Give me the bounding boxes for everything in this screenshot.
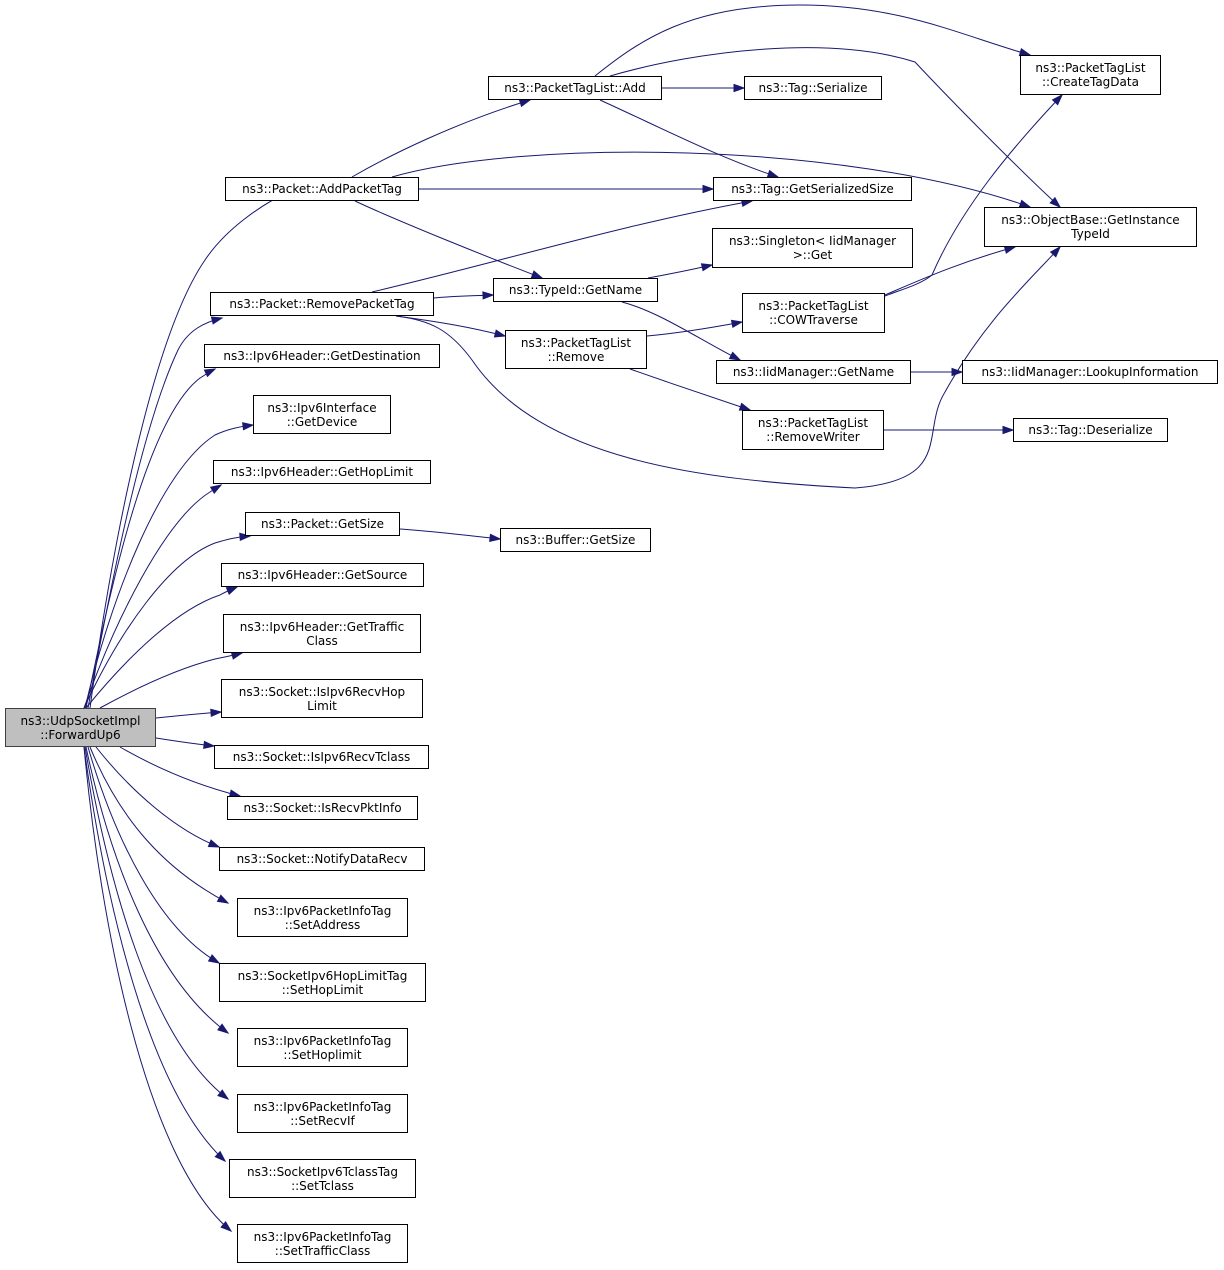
edge-root-to-notify-data-recv	[95, 746, 220, 848]
node-socket-is-ipv6-recv-hop-limit[interactable]: ns3::Socket::IsIpv6RecvHop Limit	[221, 679, 423, 718]
edge-add-packet-tag-to-typeid-get-name	[354, 200, 543, 279]
arrowhead-is-recv-hop-limit	[210, 708, 223, 718]
arrowhead-get-destination	[203, 368, 217, 378]
node-ipv6-header-get-source[interactable]: ns3::Ipv6Header::GetSource	[221, 563, 424, 587]
arrowhead-typeid-get-name	[530, 270, 544, 279]
arrowhead-set-hoplimit	[217, 1023, 230, 1034]
arrowhead-typeid-get-name	[482, 291, 495, 300]
edge-remove-packet-tag-to-get-instance-type-id	[395, 246, 1061, 489]
edge-root-to-set-tclass	[83, 746, 226, 1162]
node-tag-get-serialized-size[interactable]: ns3::Tag::GetSerializedSize	[713, 177, 912, 201]
node-tag-serialize[interactable]: ns3::Tag::Serialize	[744, 76, 882, 100]
node-tag-deserialize[interactable]: ns3::Tag::Deserialize	[1013, 418, 1168, 442]
arrowhead-set-address	[216, 894, 230, 904]
edge-add-packet-tag-to-ptl-add	[351, 99, 531, 178]
node-ipv6-header-get-hop-limit[interactable]: ns3::Ipv6Header::GetHopLimit	[213, 460, 431, 484]
edge-root-to-set-hop-limit	[87, 746, 220, 964]
arrowhead-ptl-add	[518, 99, 532, 108]
edge-root-to-packet-get-size	[83, 535, 251, 709]
edge-root-to-get-hop-limit	[83, 484, 222, 709]
node-ipv6-packet-info-tag-set-recv-if[interactable]: ns3::Ipv6PacketInfoTag ::SetRecvIf	[237, 1094, 408, 1133]
node-type-id-get-name[interactable]: ns3::TypeId::GetName	[493, 278, 658, 302]
arrowhead-set-traffic-class	[220, 1221, 233, 1232]
node-ipv6-header-get-traffic-class[interactable]: ns3::Ipv6Header::GetTraffic Class	[223, 614, 421, 653]
node-iid-manager-lookup-information[interactable]: ns3::IidManager::LookupInformation	[962, 360, 1218, 384]
arrowhead-get-instance-type-id	[1003, 245, 1017, 254]
arrowhead-set-recv-if	[217, 1089, 230, 1100]
arrowhead-iid-get-name	[728, 351, 742, 361]
edge-root-to-set-address	[89, 746, 229, 904]
edge-typeid-get-name-to-iid-get-name	[621, 301, 741, 361]
node-ipv6-interface-get-device[interactable]: ns3::Ipv6Interface ::GetDevice	[253, 395, 391, 434]
edge-cow-traverse-to-create-tag-data	[884, 94, 1063, 297]
node-object-base-get-instance-type-id[interactable]: ns3::ObjectBase::GetInstance TypeId	[984, 207, 1197, 247]
arrowhead-tag-deserialize	[1002, 425, 1015, 435]
arrowhead-get-device	[242, 422, 255, 431]
node-packet-remove-packet-tag[interactable]: ns3::Packet::RemovePacketTag	[210, 292, 434, 316]
node-packet-tag-list-add[interactable]: ns3::PacketTagList::Add	[488, 76, 662, 100]
node-udp-socket-impl-forward-up6: ns3::UdpSocketImpl ::ForwardUp6	[5, 708, 156, 747]
arrowhead-buffer-get-size	[489, 533, 502, 542]
edge-add-packet-tag-to-get-instance-type-id	[391, 151, 1031, 208]
edge-root-to-set-hoplimit	[85, 746, 229, 1034]
edge-root-to-is-recv-pkt-info	[119, 746, 241, 797]
arrowhead-notify-data-recv	[207, 839, 221, 848]
edge-ptl-add-to-get-instance-type-id	[609, 47, 1061, 208]
node-packet-tag-list-cow-traverse[interactable]: ns3::PacketTagList ::COWTraverse	[742, 293, 885, 333]
node-buffer-get-size[interactable]: ns3::Buffer::GetSize	[500, 528, 651, 552]
node-packet-get-size[interactable]: ns3::Packet::GetSize	[245, 512, 400, 536]
edge-root-to-add-packet-tag	[89, 189, 293, 709]
arrowhead-set-tclass	[214, 1150, 227, 1163]
node-packet-tag-list-remove-writer[interactable]: ns3::PacketTagList ::RemoveWriter	[742, 410, 884, 450]
arrowhead-get-traffic-class	[230, 651, 244, 660]
edge-root-to-get-device	[84, 424, 254, 709]
edge-ptl-add-to-create-tag-data	[594, 4, 1031, 77]
node-packet-tag-list-create-tag-data[interactable]: ns3::PacketTagList ::CreateTagData	[1020, 55, 1161, 95]
arrowhead-get-instance-type-id	[1049, 196, 1062, 209]
node-ipv6-packet-info-tag-set-traffic-class[interactable]: ns3::Ipv6PacketInfoTag ::SetTrafficClass	[237, 1224, 408, 1263]
node-ipv6-header-get-destination[interactable]: ns3::Ipv6Header::GetDestination	[204, 344, 440, 368]
edge-root-to-set-recv-if	[84, 746, 229, 1100]
arrowhead-set-hop-limit	[207, 954, 221, 964]
arrowhead-tag-serialize	[733, 83, 746, 93]
node-packet-tag-list-remove[interactable]: ns3::PacketTagList ::Remove	[505, 330, 647, 369]
node-socket-notify-data-recv[interactable]: ns3::Socket::NotifyDataRecv	[219, 847, 425, 871]
arrowhead-cow-traverse	[730, 319, 744, 329]
edge-ptl-remove-to-cow-traverse	[646, 321, 743, 337]
edge-root-to-get-destination	[85, 368, 216, 709]
arrowhead-tag-get-serialized-size	[702, 184, 715, 194]
edge-ptl-remove-to-remove-writer	[629, 368, 751, 411]
node-socket-is-ipv6-recv-tclass[interactable]: ns3::Socket::IsIpv6RecvTclass	[214, 745, 429, 769]
edge-cow-traverse-to-get-instance-type-id	[884, 246, 1016, 296]
arrowhead-remove-packet-tag	[210, 316, 224, 325]
node-iid-manager-get-name[interactable]: ns3::IidManager::GetName	[716, 360, 911, 384]
node-ipv6-packet-info-tag-set-hoplimit[interactable]: ns3::Ipv6PacketInfoTag ::SetHoplimit	[237, 1028, 408, 1067]
arrowhead-get-hop-limit	[209, 484, 223, 495]
node-socket-is-recv-pkt-info[interactable]: ns3::Socket::IsRecvPktInfo	[227, 796, 418, 820]
arrowhead-packet-get-size	[239, 532, 252, 542]
arrowhead-singleton-get	[700, 263, 714, 272]
edge-packet-get-size-to-buffer-get-size	[399, 528, 501, 540]
arrowhead-ptl-remove	[493, 329, 507, 338]
arrowhead-create-tag-data	[1051, 93, 1064, 106]
node-socket-ipv6-hop-limit-tag-set-hop-limit[interactable]: ns3::SocketIpv6HopLimitTag ::SetHopLimit	[219, 963, 426, 1002]
arrowhead-get-instance-type-id	[1049, 245, 1062, 258]
arrowhead-get-instance-type-id	[1018, 199, 1032, 208]
edge-ptl-add-to-tag-get-serialized-size	[599, 99, 779, 178]
edge-root-to-set-traffic-class	[83, 746, 232, 1232]
arrowhead-get-source	[225, 586, 239, 595]
node-ipv6-packet-info-tag-set-address[interactable]: ns3::Ipv6PacketInfoTag ::SetAddress	[237, 898, 408, 937]
arrowhead-is-recv-tclass	[203, 740, 216, 750]
node-singleton-iid-manager-get[interactable]: ns3::Singleton< IidManager >::Get	[712, 228, 913, 268]
node-packet-add-packet-tag[interactable]: ns3::Packet::AddPacketTag	[225, 177, 419, 201]
edge-remove-packet-tag-to-tag-get-serialized-size	[371, 200, 753, 293]
node-socket-ipv6-tclass-tag-set-tclass[interactable]: ns3::SocketIpv6TclassTag ::SetTclass	[229, 1159, 416, 1198]
arrowhead-lookup-information	[951, 367, 964, 377]
